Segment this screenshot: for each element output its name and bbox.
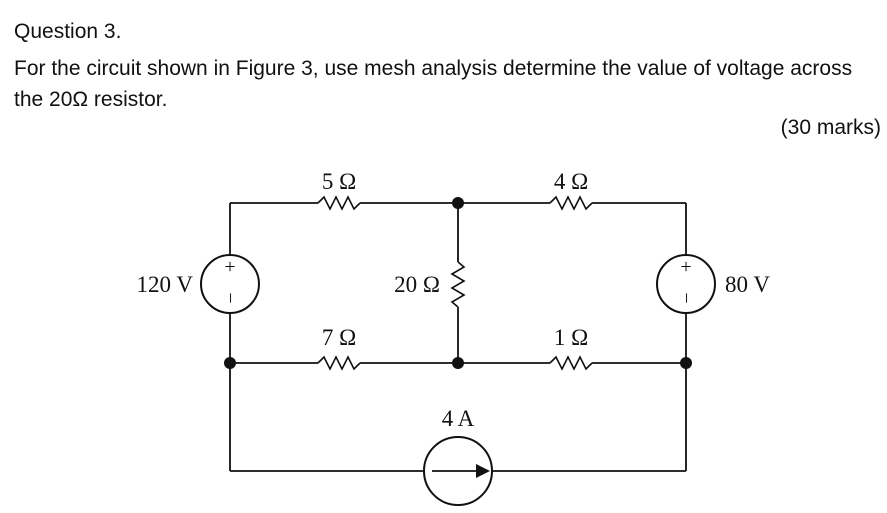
node-mid-center xyxy=(452,357,464,369)
label-4a: 4 A xyxy=(442,406,475,431)
resistor-20ohm xyxy=(450,261,466,308)
node-mid-right xyxy=(680,357,692,369)
label-4ohm: 4 Ω xyxy=(554,169,588,194)
voltage-source-120v xyxy=(200,254,260,314)
label-120v: 120 V xyxy=(137,272,194,297)
node-top-middle xyxy=(452,197,464,209)
resistor-1ohm xyxy=(549,355,593,371)
resistor-7ohm xyxy=(317,355,361,371)
vs-right-plus: + xyxy=(680,256,691,278)
vs-left-plus: + xyxy=(224,256,235,278)
node-mid-left xyxy=(224,357,236,369)
resistor-5ohm xyxy=(317,195,361,211)
label-5ohm: 5 Ω xyxy=(322,169,356,194)
question-text: For the circuit shown in Figure 3, use m… xyxy=(14,57,853,111)
vs-right-minus: − xyxy=(675,292,697,303)
resistor-4ohm xyxy=(549,195,593,211)
label-1ohm: 1 Ω xyxy=(554,325,588,350)
question-title: Question 3. xyxy=(14,20,122,43)
voltage-source-80v xyxy=(656,254,716,314)
question-marks: (30 marks) xyxy=(780,116,881,139)
label-7ohm: 7 Ω xyxy=(322,325,356,350)
label-80v: 80 V xyxy=(725,272,770,297)
label-20ohm: 20 Ω xyxy=(394,272,440,297)
current-arrow-head xyxy=(476,464,490,478)
vs-left-minus: − xyxy=(219,292,241,303)
